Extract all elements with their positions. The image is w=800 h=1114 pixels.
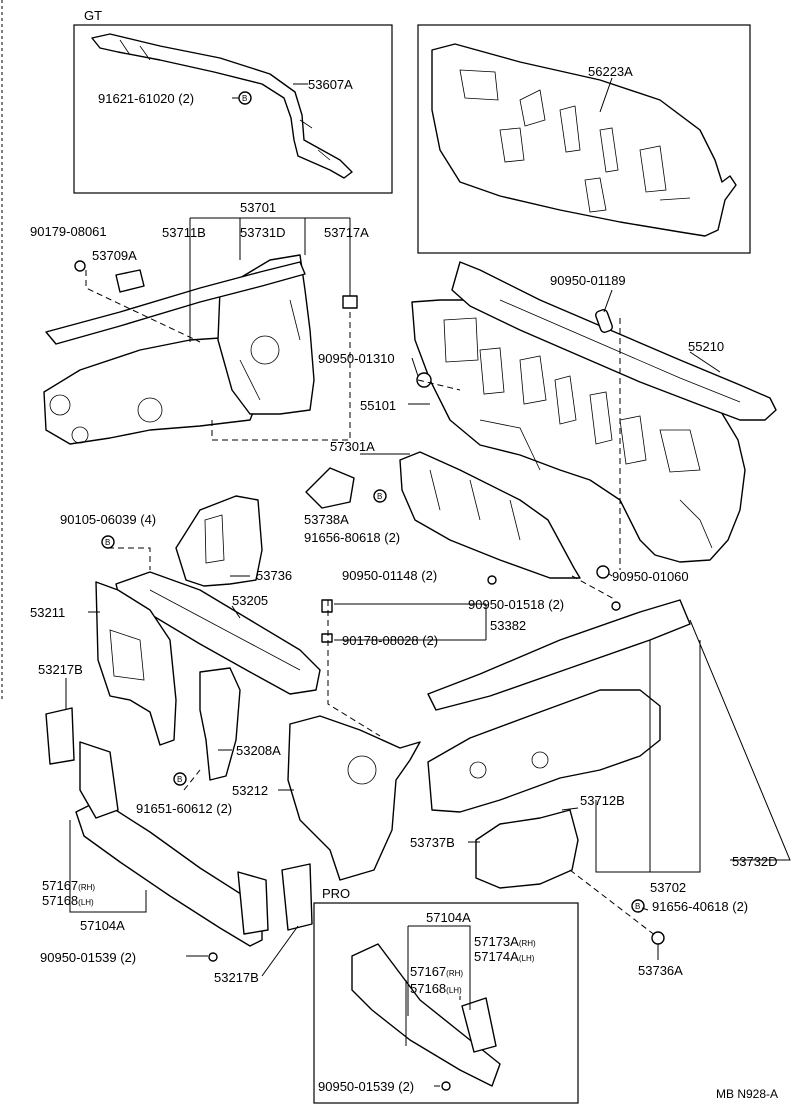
label-90950-01148: 90950-01148 (2) [342,568,437,583]
cowl-top-panel-55210 [451,261,777,421]
crossmember-57104A [75,799,263,947]
label-57301A: 57301A [330,439,375,454]
label-90105: 90105-06039 (4) [60,512,156,527]
label-53217B-lower: 53217B [214,970,259,985]
label-91656-80618: 91656-80618 (2) [304,530,400,545]
label-53208A: 53208A [236,743,281,758]
support-53208A [199,667,241,781]
label-90950-01310: 90950-01310 [318,351,395,366]
panel-53737B [475,809,579,889]
label-90178: 90178-08028 (2) [342,633,438,648]
label-53709A: 53709A [92,248,137,263]
label-53737B: 53737B [410,835,455,850]
bracket-57173A [461,997,497,1053]
label-56223A: 56223A [588,64,633,79]
grommet-90950-01189 [595,309,613,333]
bracket-53709A [115,269,145,293]
bolt-marker-group: B B B B B [101,91,645,913]
label-57168-pro: 57168(LH) [410,981,462,996]
svg-text:B: B [377,492,382,501]
label-53217B-upper: 53217B [38,662,83,677]
label-55210: 55210 [688,339,724,354]
radiator-support-53212 [287,715,421,881]
bracket-53738A [305,467,355,509]
label-53736A: 53736A [638,963,683,978]
clip-90950-01539-pro [441,1081,451,1091]
bolt-53382 [321,599,333,613]
label-53731D: 53731D [240,225,286,240]
label-90179: 90179-08061 [30,224,107,239]
panel-57301A [399,451,581,579]
label-90950-01539-pro: 90950-01539 (2) [318,1079,414,1094]
label-57104A-left: 57104A [80,918,125,933]
label-53212: 53212 [232,783,268,798]
svg-text:B: B [105,538,110,547]
label-57104A-pro: 57104A [426,910,471,925]
label-91656-40618: 91656-40618 (2) [652,899,748,914]
dash-insulator-56223A [431,43,737,237]
clip-53717A [342,295,358,309]
svg-text:B: B [177,775,182,784]
apron-panel-53731D [217,254,315,415]
label-53712B: 53712B [580,793,625,808]
assembly-dashed-lines [85,270,657,937]
label-90950-01060: 90950-01060 [612,569,689,584]
nut-90950-01518 [611,601,621,611]
label-57167-pro: 57167(RH) [410,964,463,979]
gt-variant-box [73,24,393,194]
label-53717A: 53717A [324,225,369,240]
side-rail-upper [427,599,691,711]
label-53732D: 53732D [732,854,778,869]
label-53738A: 53738A [304,512,349,527]
grommet-90950-01310 [416,372,432,388]
bracket-53217B-upper [45,707,75,765]
label-91651: 91651-60612 (2) [136,801,232,816]
label-91621: 91621-61020 (2) [98,91,194,106]
apron-upper-member [45,261,306,345]
label-53702: 53702 [650,880,686,895]
label-55101: 55101 [360,398,396,413]
label-53205: 53205 [232,593,268,608]
side-member-53712B [427,689,661,813]
svg-text:B: B [635,902,640,911]
leader-lines [65,77,791,1087]
label-53736: 53736 [256,568,292,583]
radiator-support-side-53211 [95,581,177,746]
label-90950-01539-left: 90950-01539 (2) [40,950,136,965]
label-57168: 57168(LH) [42,893,94,908]
bracket-53217B-lower [281,863,313,931]
label-90950-01189: 90950-01189 [550,273,626,288]
bolt-90950-01148 [487,575,497,585]
grommet-90950-01060 [596,565,610,579]
label-53607A: 53607A [308,77,353,92]
label-53211: 53211 [30,605,65,620]
part-number-labels: 53607A 91621-61020 (2) 56223A 53701 9017… [30,64,778,1101]
footer-code: MB N928-A [716,1087,778,1101]
label-90950-01518: 90950-01518 (2) [468,597,564,612]
gt-box-title: GT [84,8,102,23]
label-57167: 57167(RH) [42,878,95,893]
svg-text:B: B [242,94,247,103]
label-57174A: 57174A(LH) [474,949,535,964]
insulator-box [417,24,751,254]
strut-brace-53607A [91,33,353,179]
nut-90178-08028 [321,633,333,643]
nut-90179-08061 [74,260,86,272]
pro-variant-box [313,902,579,1104]
crossmember-end-lower [237,871,269,935]
label-53701: 53701 [240,200,276,215]
pro-box-title: PRO [322,886,350,901]
label-57173A: 57173A(RH) [474,934,536,949]
shield-53736 [175,495,263,587]
label-53711B: 53711B [162,225,206,240]
label-53382: 53382 [490,618,526,633]
crossmember-end-upper [79,741,119,819]
clip-90950-01539-left [208,952,218,962]
